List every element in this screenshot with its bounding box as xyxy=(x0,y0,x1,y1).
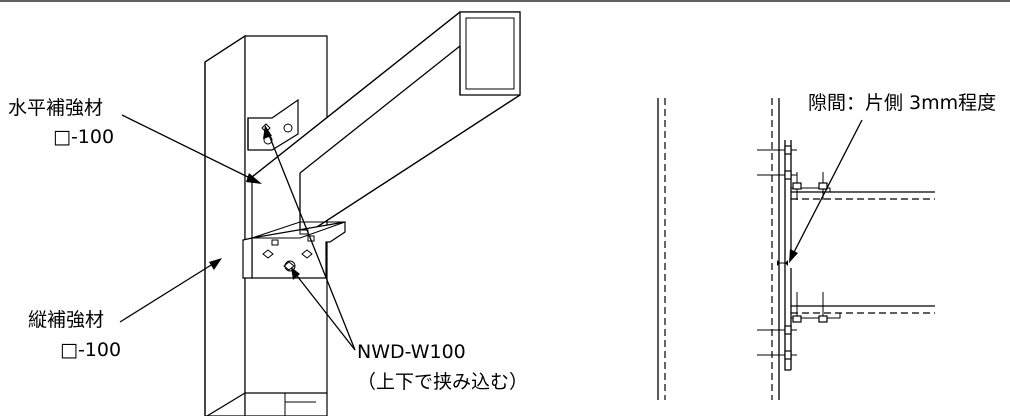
connector-leader-upper-arrow xyxy=(263,125,272,139)
bolts xyxy=(757,145,828,360)
connector-leader-lower-arrow xyxy=(291,267,300,280)
section-view: 隙間：片側 3mm程度 xyxy=(657,92,996,400)
vertical-leader-arrow xyxy=(209,258,222,270)
horizontal-leader xyxy=(121,114,259,183)
gap-label: 隙間：片側 3mm程度 xyxy=(808,92,996,114)
horizontal-leader-arrow xyxy=(246,173,262,184)
gap-leader xyxy=(790,119,863,259)
vertical-member-label: 縦補強材 xyxy=(28,309,104,331)
connector-plate xyxy=(784,140,791,371)
horizontal-member-label: 水平補強材 xyxy=(8,97,103,119)
connector-leader-upper xyxy=(266,129,356,351)
connector-note: （上下で挟み込む） xyxy=(357,371,528,393)
connector-leader-lower xyxy=(293,271,356,351)
vertical-leader xyxy=(119,261,217,323)
vertical-member-size: □-100 xyxy=(60,339,121,361)
connector-label: NWD-W100 xyxy=(357,341,466,363)
gap-leader-arrow xyxy=(789,249,798,263)
horizontal-member-size: □-100 xyxy=(53,126,114,148)
isometric-view: 水平補強材 □-100 縦補強材 □-100 NWD-W100 （上下で挟み込む… xyxy=(8,11,528,416)
